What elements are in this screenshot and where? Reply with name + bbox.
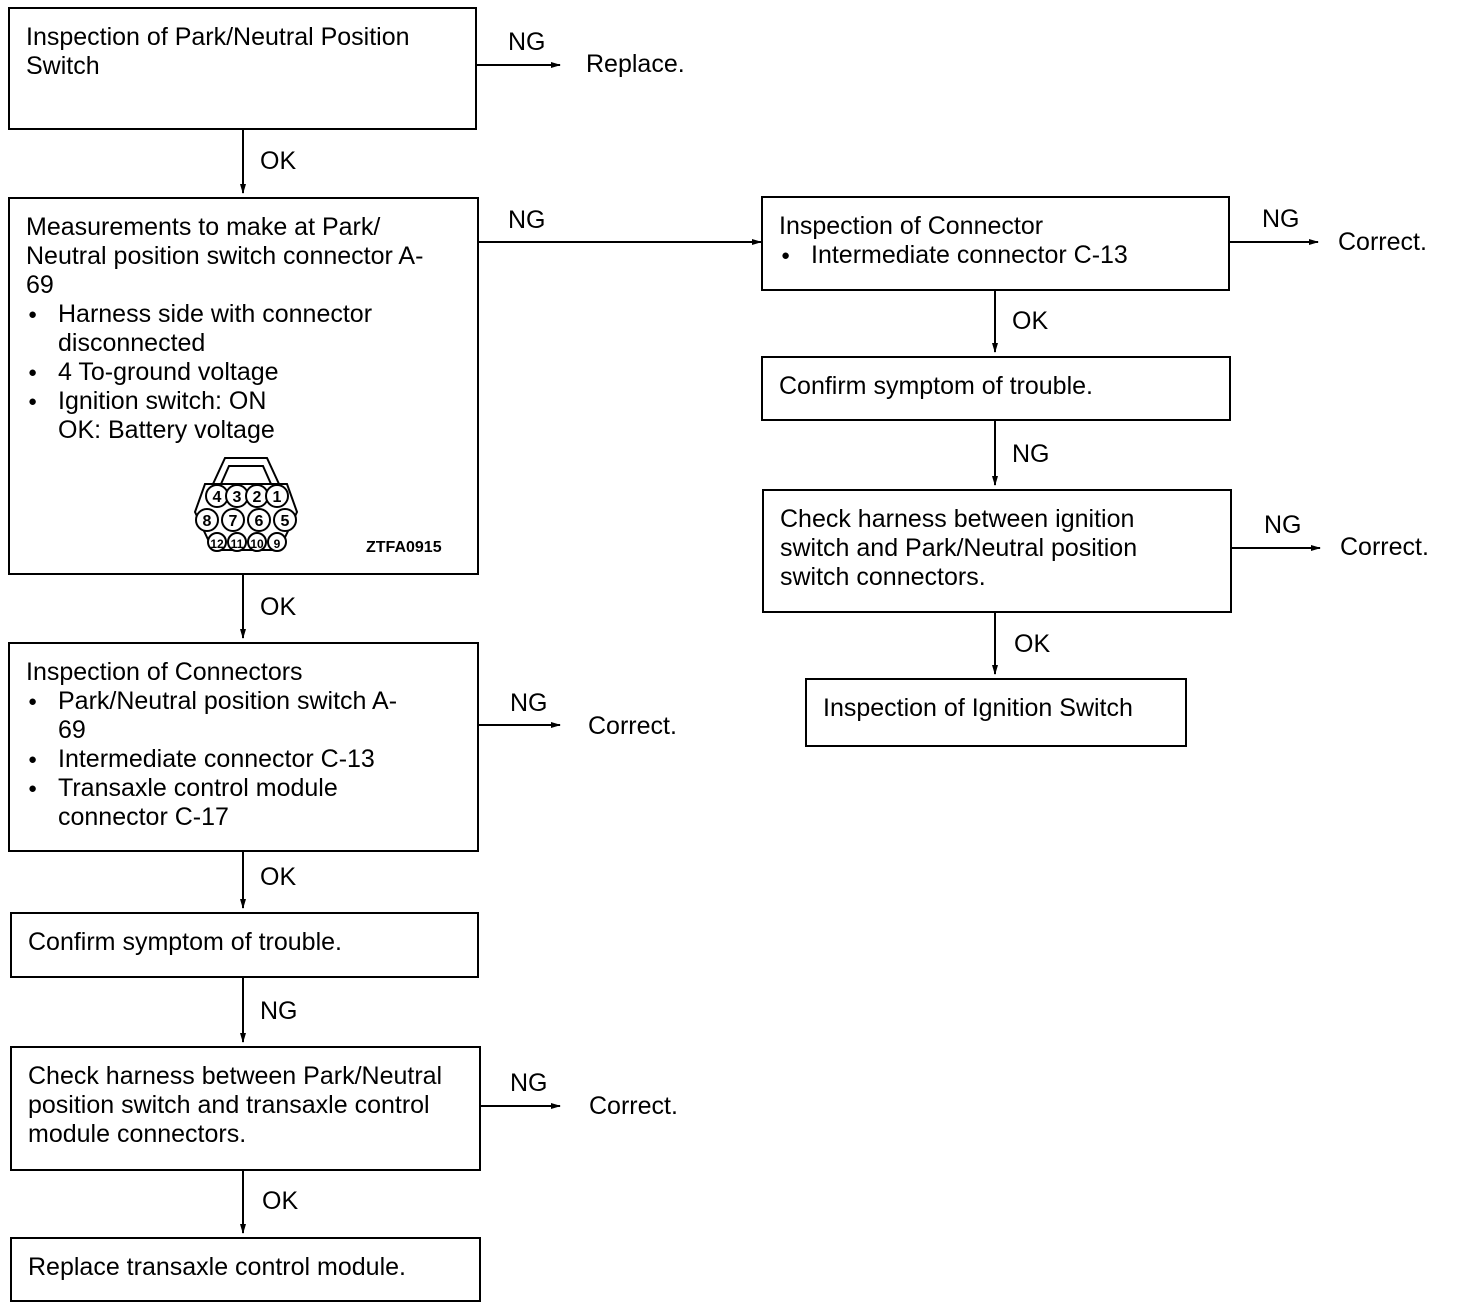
connector-pin-number: 7 <box>229 513 238 530</box>
ok-label: OK <box>1014 630 1051 658</box>
check-harness-tcm-box: Check harness between Park/Neutral posit… <box>10 1046 481 1171</box>
list-item: Ignition switch: ON <box>26 387 461 416</box>
inspection-ignition-switch-box: Inspection of Ignition Switch <box>805 678 1187 747</box>
replace-tcm-box: Replace transaxle control module. <box>10 1237 481 1302</box>
connector-pin <box>247 532 267 552</box>
connector-pin-number: 3 <box>233 489 242 506</box>
ok-label: OK <box>262 1187 299 1215</box>
measurements-box: Measurements to make at Park/ Neutral po… <box>8 197 479 575</box>
check-harness-ignition-box: Check harness between ignition switch an… <box>762 489 1232 613</box>
replace-label: Replace. <box>586 50 685 78</box>
box-title: Inspection of Connectors <box>26 658 303 686</box>
connector-pin <box>227 532 247 552</box>
connector-pin-number: 12 <box>210 537 224 551</box>
inspection-park-neutral-switch-box: Inspection of Park/Neutral Position Swit… <box>8 7 477 130</box>
box-title: Check harness between Park/Neutral posit… <box>28 1062 443 1148</box>
connector-pin-number: 11 <box>231 537 244 551</box>
diagram-code: ZTFA0915 <box>366 539 442 556</box>
connector-pin-number: 6 <box>255 513 264 530</box>
measurement-list: Harness side with connector disconnected… <box>26 300 461 416</box>
connector-pin-number: 5 <box>281 513 290 530</box>
connector-pin-number: 1 <box>273 489 282 506</box>
connector-list: Park/Neutral position switch A-69 Interm… <box>26 687 461 832</box>
ng-label: NG <box>1262 205 1300 233</box>
correct-label: Correct. <box>1340 533 1429 561</box>
confirm-symptom-box: Confirm symptom of trouble. <box>10 912 479 978</box>
inspection-connectors-box: Inspection of Connectors Park/Neutral po… <box>8 642 479 852</box>
ok-condition: OK: Battery voltage <box>58 416 275 444</box>
ok-label: OK <box>260 147 297 175</box>
list-item: Harness side with connector disconnected <box>26 300 461 358</box>
list-item: Transaxle control module connector C-17 <box>26 774 461 832</box>
ng-label: NG <box>508 206 546 234</box>
list-item: 4 To-ground voltage <box>26 358 461 387</box>
connector-pin-number: 2 <box>253 489 262 506</box>
connector-pin-number: 4 <box>213 489 222 506</box>
correct-label: Correct. <box>589 1092 678 1120</box>
connector-pin <box>273 508 297 532</box>
connector-list: Intermediate connector C-13 <box>779 241 1212 270</box>
ok-label: OK <box>1012 307 1049 335</box>
ng-label: NG <box>1012 440 1050 468</box>
connector-pin <box>195 508 219 532</box>
ng-label: NG <box>260 997 298 1025</box>
box-title: Inspection of Connector <box>779 212 1044 240</box>
connector-pin <box>267 532 287 552</box>
connector-pin-number: 8 <box>203 513 212 530</box>
connector-pin-number: 9 <box>274 537 281 551</box>
ok-label: OK <box>260 863 297 891</box>
box-title: Inspection of Ignition Switch <box>823 694 1133 722</box>
box-title: Confirm symptom of trouble. <box>779 372 1093 400</box>
list-item: Intermediate connector C-13 <box>779 241 1212 270</box>
ng-label: NG <box>510 689 548 717</box>
connector-pin <box>221 508 245 532</box>
connector-pin <box>207 532 227 552</box>
connector-pin <box>247 508 271 532</box>
correct-label: Correct. <box>588 712 677 740</box>
correct-label: Correct. <box>1338 228 1427 256</box>
confirm-symptom-box-right: Confirm symptom of trouble. <box>761 356 1231 421</box>
ng-label: NG <box>1264 511 1302 539</box>
ok-label: OK <box>260 593 297 621</box>
connector-pin <box>265 484 289 508</box>
box-title: Confirm symptom of trouble. <box>28 928 342 956</box>
box-title: Check harness between ignition switch an… <box>780 505 1138 591</box>
ng-label: NG <box>508 28 546 56</box>
list-item: Intermediate connector C-13 <box>26 745 461 774</box>
ng-label: NG <box>510 1069 548 1097</box>
list-item: Park/Neutral position switch A-69 <box>26 687 461 745</box>
box-title: Measurements to make at Park/ Neutral po… <box>26 213 424 299</box>
box-title: Replace transaxle control module. <box>28 1253 406 1281</box>
inspection-connector-c13-box: Inspection of Connector Intermediate con… <box>761 196 1230 291</box>
box-title: Inspection of Park/Neutral Position Swit… <box>26 23 410 80</box>
connector-pin-number: 10 <box>250 537 264 551</box>
